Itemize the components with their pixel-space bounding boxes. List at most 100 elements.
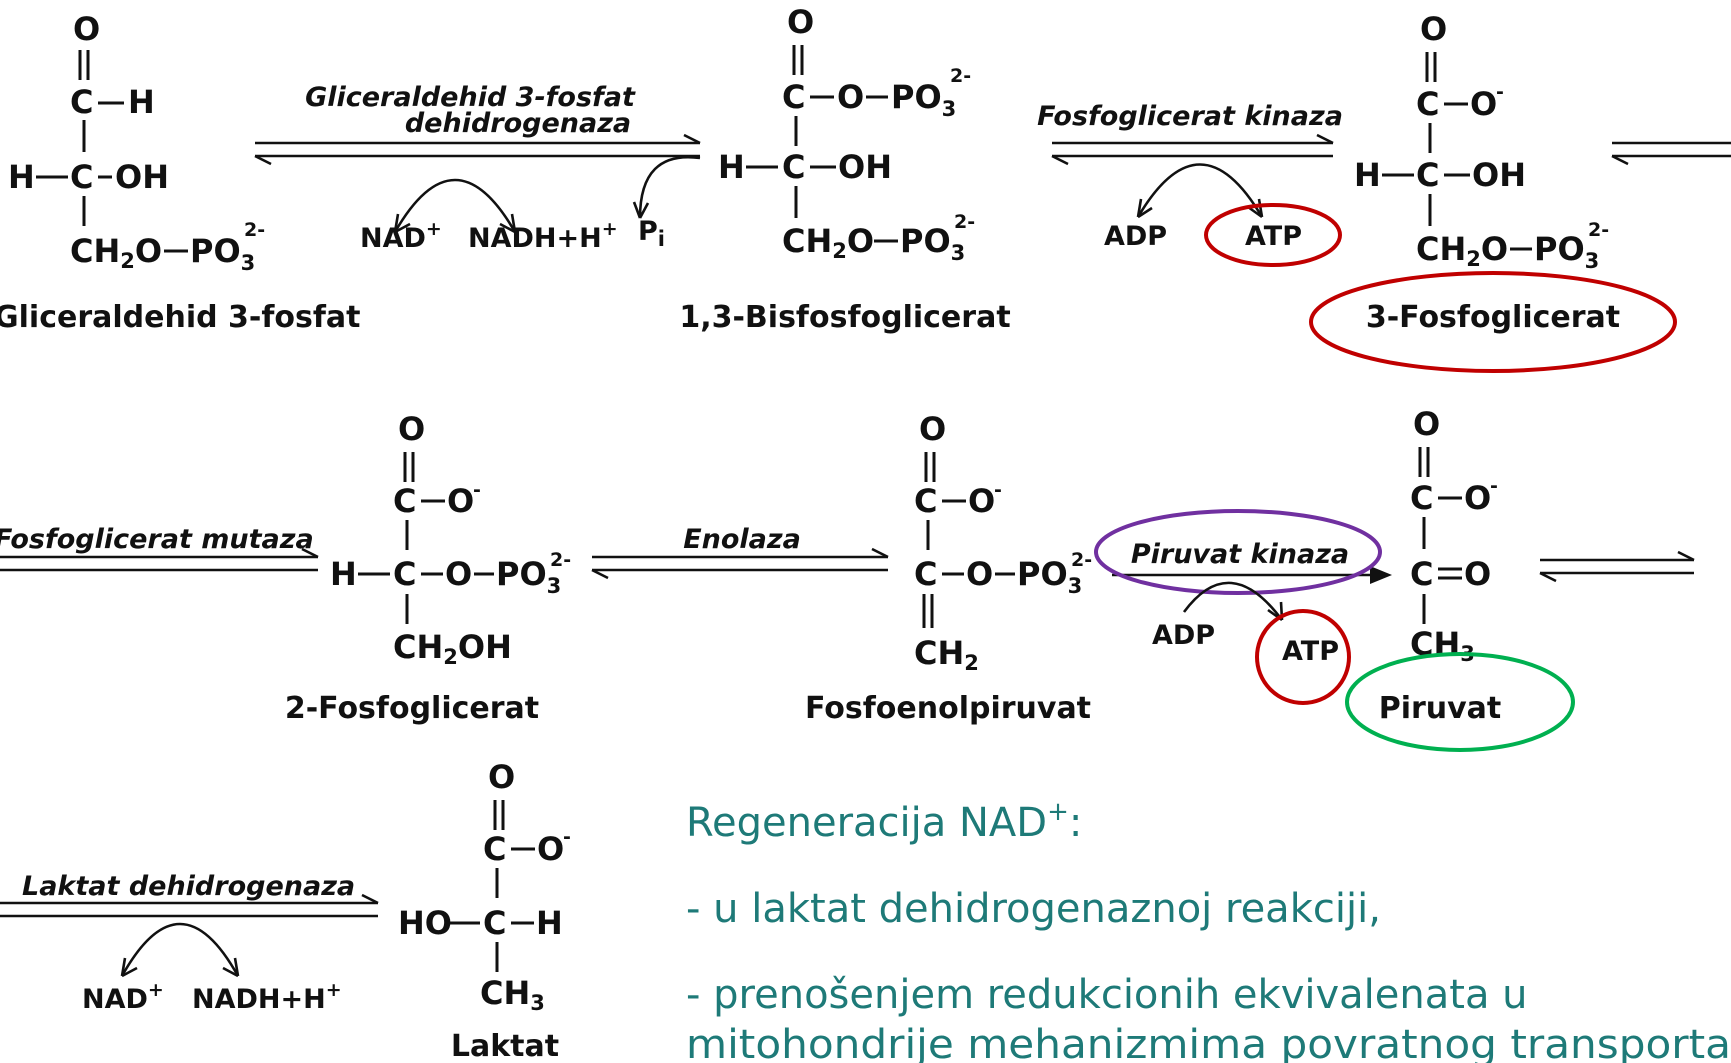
structure-gliceraldehid-3-fosfat: O C H H C OH CH2O PO3 2- xyxy=(8,10,265,275)
structure-piruvat: O C O - C O CH3 xyxy=(1410,405,1498,666)
reaction-arrow-gapdh xyxy=(254,133,701,166)
enzyme-gapdh-line1: Gliceraldehid 3-fosfat xyxy=(305,82,636,113)
cofactor-nadh: NADH+H+ xyxy=(192,979,342,1015)
atom-o: O xyxy=(787,3,814,41)
atom-h: H xyxy=(8,158,35,196)
cofactor-adp: ADP xyxy=(1104,221,1167,252)
charge-minus: - xyxy=(994,479,1002,501)
atom-o: O xyxy=(968,482,995,520)
atom-c: C xyxy=(1416,85,1439,123)
charge-2minus: 2- xyxy=(1071,549,1092,571)
atom-ch2o: CH2O xyxy=(782,222,874,263)
atom-po3: PO3 xyxy=(496,555,561,598)
charge-2minus: 2- xyxy=(954,211,975,233)
cofactor-nad: NAD+ xyxy=(360,218,442,254)
atom-h: H xyxy=(1354,156,1381,194)
highlight-piruvat-kinaza-circle xyxy=(1094,509,1382,595)
notes-block: Regeneracija NAD+: - u laktat dehidrogen… xyxy=(686,797,1731,1063)
atom-c: C xyxy=(393,482,416,520)
atom-ch2o: CH2O xyxy=(1416,230,1508,271)
structure-3-fosfoglicerat: O C O - H C OH CH2O PO3 2- xyxy=(1354,10,1609,273)
atom-h: H xyxy=(536,904,563,942)
cofactor-curve-pk-adp-atp xyxy=(1182,581,1284,622)
atom-o: O xyxy=(966,555,993,593)
cofactor-adp: ADP xyxy=(1152,620,1215,651)
atom-ch2o: CH2O xyxy=(70,232,162,273)
label-1-3-bisfosfoglicerat: 1,3-Bisfosfoglicerat xyxy=(679,300,1010,335)
enzyme-pgk: Fosfoglicerat kinaza xyxy=(1037,101,1343,132)
atom-po3: PO3 xyxy=(891,78,956,121)
label-piruvat: Piruvat xyxy=(1379,691,1502,726)
notes-title: Regeneracija NAD+: xyxy=(686,797,1082,846)
atom-ch3: CH3 xyxy=(1410,625,1475,666)
atom-c: C xyxy=(70,158,93,196)
atom-c: C xyxy=(914,482,937,520)
atom-o: O xyxy=(919,410,946,448)
notes-item-2: - prenošenjem redukcionih ekvivalenata u xyxy=(686,972,1528,1018)
atom-c: C xyxy=(914,555,937,593)
enzyme-enolase: Enolaza xyxy=(683,524,801,555)
atom-c: C xyxy=(1410,555,1433,593)
atom-c: C xyxy=(483,904,506,942)
atom-o: O xyxy=(73,10,100,48)
atom-po3: PO3 xyxy=(1534,230,1599,273)
structure-1-3-bisfosfoglicerat: O C O PO3 2- H C OH CH2O PO3 2- xyxy=(718,3,975,265)
structure-laktat: O C O - HO C H CH3 xyxy=(398,758,571,1015)
atom-oh: OH xyxy=(1472,156,1526,194)
charge-minus: - xyxy=(1496,81,1504,103)
cofactor-atp: ATP xyxy=(1282,636,1339,667)
atom-ch2: CH2 xyxy=(914,634,979,675)
cofactor-curve-ldh xyxy=(120,922,240,978)
enzyme-gapdh-line2: dehidrogenaza xyxy=(405,108,631,139)
charge-minus: - xyxy=(1490,475,1498,497)
cofactor-nadh: NADH+H+ xyxy=(468,218,618,254)
highlight-atp-circle xyxy=(1204,203,1342,267)
reaction-arrow-continue-row2 xyxy=(1539,550,1695,583)
label-2-fosfoglicerat: 2-Fosfoglicerat xyxy=(285,691,539,726)
atom-po3: PO3 xyxy=(190,232,255,275)
charge-2minus: 2- xyxy=(950,65,971,87)
reaction-arrow-pgm xyxy=(0,547,319,572)
atom-c: C xyxy=(393,555,416,593)
atom-c: C xyxy=(1416,156,1439,194)
atom-ho: HO xyxy=(398,904,452,942)
atom-oh: OH xyxy=(115,158,169,196)
enzyme-pk: Piruvat kinaza xyxy=(1131,539,1349,570)
cofactor-curve-nad xyxy=(393,178,517,234)
reaction-arrow-pk xyxy=(1112,566,1392,584)
atom-ch3: CH3 xyxy=(480,974,545,1015)
atom-po3: PO3 xyxy=(1017,555,1082,598)
charge-minus: - xyxy=(563,826,571,848)
atom-h: H xyxy=(330,555,357,593)
atom-c: C xyxy=(782,78,805,116)
atom-po3: PO3 xyxy=(900,222,965,265)
charge-minus: - xyxy=(473,479,481,501)
highlight-atp-circle-pk xyxy=(1255,609,1351,705)
highlight-piruvat-circle xyxy=(1345,652,1575,752)
atom-o: O xyxy=(1464,555,1491,593)
atom-o: O xyxy=(447,482,474,520)
atom-o: O xyxy=(488,758,515,796)
notes-item-3: mitohondrije mehanizmima povratnog trans… xyxy=(686,1022,1731,1063)
atom-c: C xyxy=(70,83,93,121)
atom-o: O xyxy=(1413,405,1440,443)
atom-o: O xyxy=(445,555,472,593)
atom-o: O xyxy=(1464,479,1491,517)
atom-c: C xyxy=(483,830,506,868)
structure-2-fosfoglicerat: O C O - H C O PO3 2- CH2OH xyxy=(330,410,571,669)
enzyme-ldh: Laktat dehidrogenaza xyxy=(22,871,355,902)
label-3-fosfoglicerat: 3-Fosfoglicerat xyxy=(1366,300,1620,335)
atom-o: O xyxy=(398,410,425,448)
cofactor-nad: NAD+ xyxy=(82,979,164,1015)
label-gliceraldehid-3-fosfat: Gliceraldehid 3-fosfat xyxy=(0,300,361,335)
atom-ch2oh: CH2OH xyxy=(393,628,512,669)
label-fosfoenolpiruvat: Fosfoenolpiruvat xyxy=(805,691,1091,726)
highlight-3-fosfoglicerat-circle xyxy=(1309,271,1677,373)
atom-o: O xyxy=(837,78,864,116)
charge-2minus: 2- xyxy=(244,219,265,241)
atom-c: C xyxy=(782,148,805,186)
charge-2minus: 2- xyxy=(550,549,571,571)
label-laktat: Laktat xyxy=(451,1029,559,1063)
atom-h: H xyxy=(128,83,155,121)
